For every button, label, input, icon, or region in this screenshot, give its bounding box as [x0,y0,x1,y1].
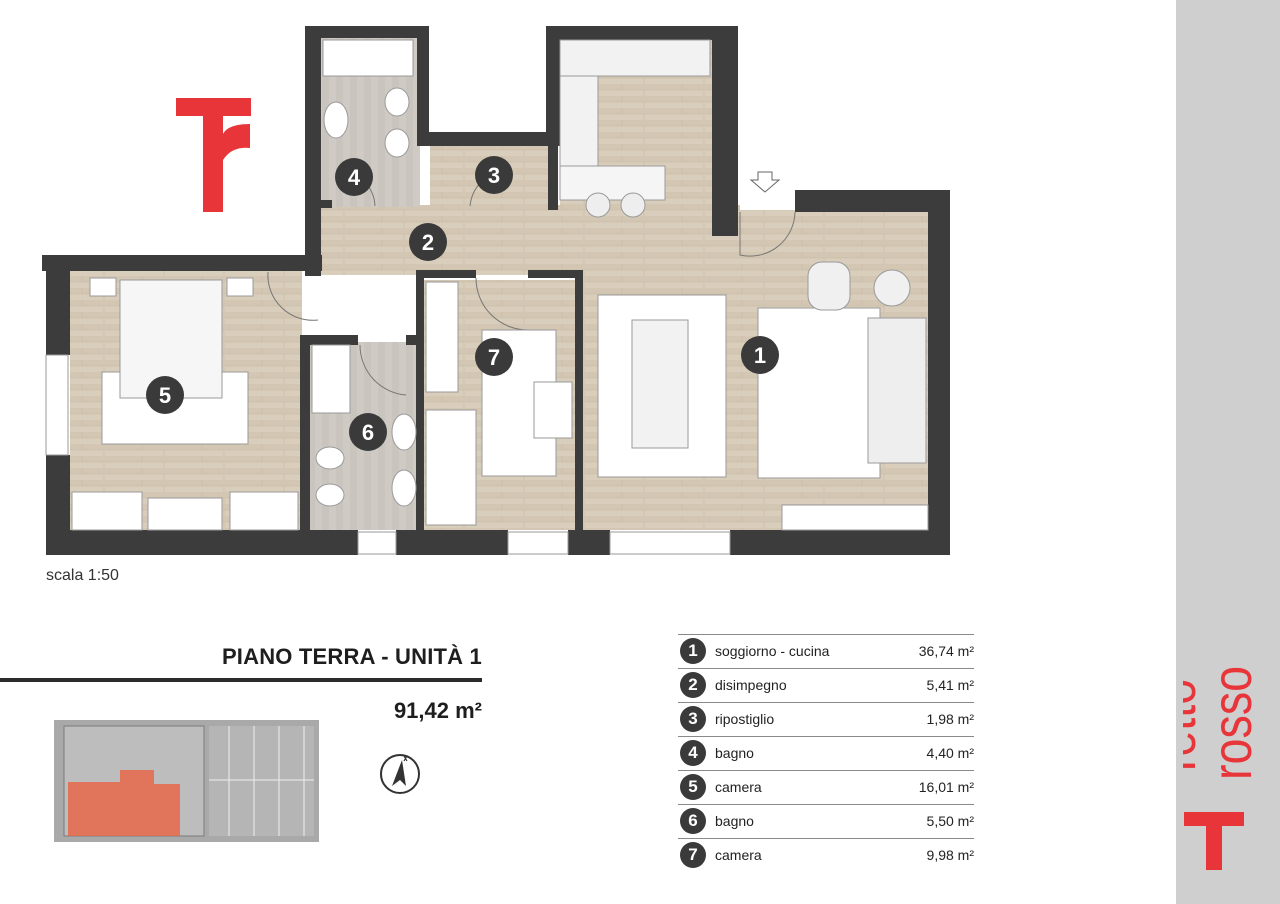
r-monogram-icon [176,98,251,212]
room-row: 7 camera 9,98 m² [678,838,974,871]
stool-1 [585,192,611,218]
room-area: 9,98 m² [926,847,974,863]
room-row: 5 camera 16,01 m² [678,770,974,803]
sink-6b [391,469,417,507]
room-number: 4 [680,740,706,766]
window-west [45,354,69,456]
room-table: 1 soggiorno - cucina 36,74 m² 2 disimpeg… [678,634,974,872]
shower-6 [311,344,351,414]
room-name: bagno [715,745,754,761]
room-marker-7: 7 [475,338,513,376]
sofa [867,317,927,464]
room-name: soggiorno - cucina [715,643,830,659]
room-area: 5,50 m² [926,813,974,829]
room-name: ripostiglio [715,711,775,727]
svg-text:2: 2 [422,230,434,255]
window-south-3 [609,531,731,555]
side-table [873,269,911,307]
brand-word-line2: rosso [1200,666,1263,780]
tv-unit [781,504,929,531]
room-number: 7 [680,842,706,868]
room-area: 4,40 m² [926,745,974,761]
floor-plan: 1 2 3 4 5 6 7 [42,26,950,555]
desk-room-7 [533,381,573,439]
north-arrow-icon [380,754,420,794]
svg-text:6: 6 [362,420,374,445]
svg-text:1: 1 [754,343,766,368]
bathtub [322,39,414,77]
bed-room-7 [425,409,477,526]
room-marker-3: 3 [475,156,513,194]
scale-label: scala 1:50 [46,567,119,584]
walls [42,26,950,555]
window-south-2 [507,531,569,555]
window-south-1 [357,531,397,555]
rug-living [757,307,881,479]
key-plan [54,720,319,842]
room-number: 5 [680,774,706,800]
room-row: 6 bagno 5,50 m² [678,804,974,837]
room-row: 1 soggiorno - cucina 36,74 m² [678,634,974,667]
toilet-6 [315,483,345,507]
kitchen-counter [559,39,711,77]
stool-2 [620,192,646,218]
brand-strip [1176,0,1280,904]
floor-room-2 [320,205,740,275]
room-area: 1,98 m² [926,711,974,727]
room-name: bagno [715,813,754,829]
desk-bedroom [147,497,223,531]
room-marker-2: 2 [409,223,447,261]
room-row: 4 bagno 4,40 m² [678,736,974,769]
svg-text:4: 4 [348,165,361,190]
room-number: 6 [680,808,706,834]
nightstand-left [89,277,117,297]
kitchen-island [559,165,666,201]
room-number: 3 [680,706,706,732]
room-marker-5: 5 [146,376,184,414]
room-row: 2 disimpegno 5,41 m² [678,668,974,701]
room-area: 16,01 m² [918,779,974,795]
toilet-4 [384,87,410,117]
entry-arrow-icon [749,171,781,193]
bidet-6 [315,446,345,470]
svg-text:3: 3 [488,163,500,188]
bidet-4 [384,128,410,158]
shelving [425,281,459,393]
unit-total-area: 91,42 m² [393,698,482,723]
kitchen-side-counter [559,75,599,167]
room-area: 5,41 m² [926,677,974,693]
room-marker-4: 4 [335,158,373,196]
brand-wordmark: Tetto rosso [1144,630,1275,830]
room-name: camera [715,779,762,795]
wardrobe-left [71,491,143,531]
sink-6 [391,413,417,451]
sink-4 [323,101,349,139]
svg-text:7: 7 [488,345,500,370]
room-row: 3 ripostiglio 1,98 m² [678,702,974,735]
wardrobe-right [229,491,299,531]
key-plan-unit-highlight [68,770,180,836]
room-name: camera [715,847,762,863]
room-marker-6: 6 [349,413,387,451]
room-number: 2 [680,672,706,698]
nightstand-right [226,277,254,297]
svg-text:5: 5 [159,383,171,408]
brand-r-icon [1184,812,1244,870]
dining-table [631,319,689,449]
unit-title: PIANO TERRA - UNITÀ 1 [221,644,482,669]
room-number: 1 [680,638,706,664]
room-marker-1: 1 [741,336,779,374]
room-name: disimpegno [715,677,787,693]
armchair [807,261,851,311]
room-area: 36,74 m² [918,643,974,659]
unit-title-rule [0,678,482,682]
